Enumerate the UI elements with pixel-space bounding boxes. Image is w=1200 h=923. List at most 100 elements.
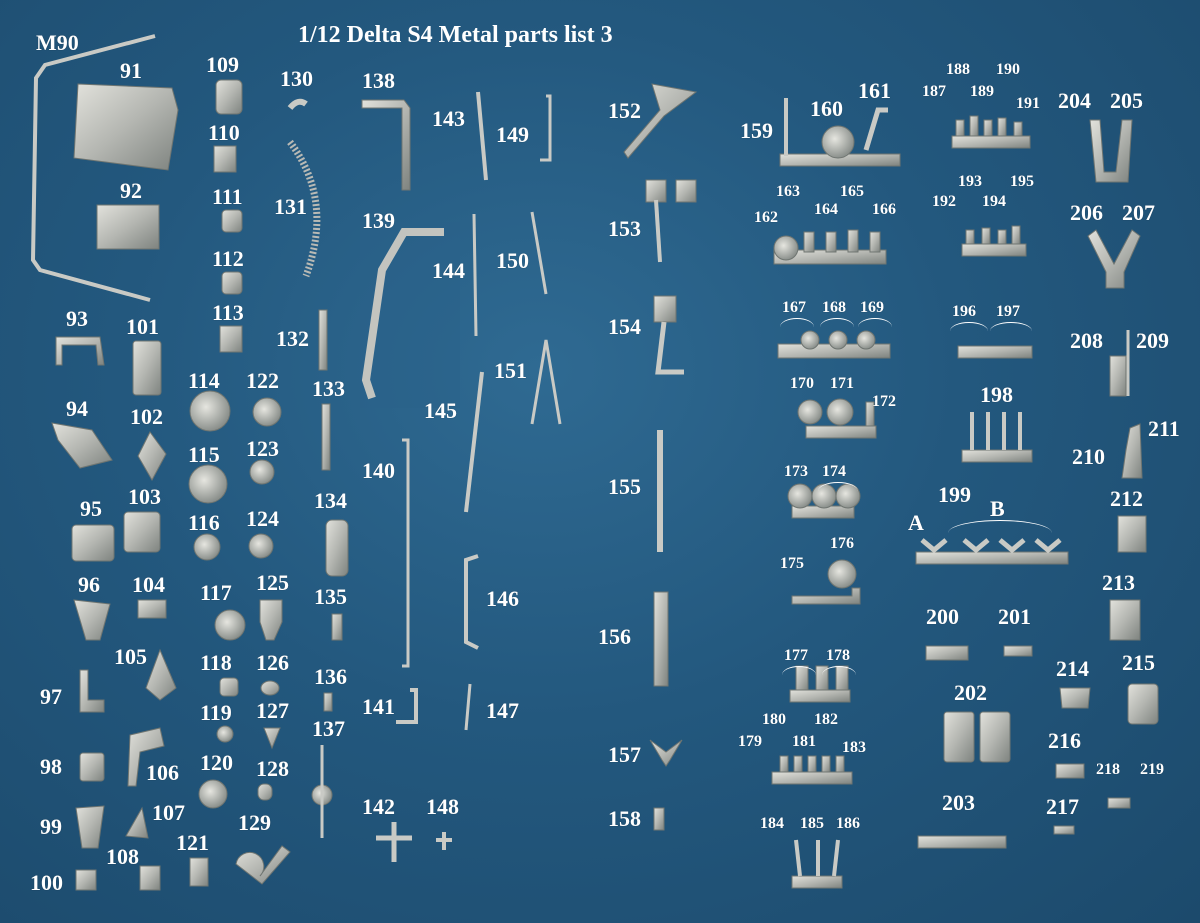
part-109 [215,79,243,115]
part-102 [137,431,167,482]
label-168: 168 [822,299,846,316]
label-195: 195 [1010,173,1034,190]
part-156 [653,591,669,687]
label-148: 148 [426,794,459,819]
part-170-172-sprue [805,425,877,439]
label-92: 92 [120,178,142,203]
label-153: 153 [608,216,641,241]
bracket-199-b [948,520,1052,533]
label-197: 197 [996,303,1020,320]
bracket-168 [820,318,854,327]
label-158: 158 [608,806,641,831]
part-124 [248,533,274,559]
part-123 [249,459,275,485]
label-210: 210 [1072,444,1105,469]
part-140 [402,438,410,668]
label-127: 127 [256,698,289,723]
part-106 [127,727,165,787]
label-150: 150 [496,248,529,273]
label-156: 156 [598,624,631,649]
bracket-178 [822,666,856,675]
part-202-b [979,711,1011,763]
part-132 [318,309,328,371]
part-141 [396,688,418,724]
label-202: 202 [954,680,987,705]
part-101 [132,340,162,396]
part-117 [214,609,246,641]
part-171 [826,398,854,426]
label-159: 159 [740,118,773,143]
part-104 [137,599,167,619]
part-153-arm [654,199,662,263]
bracket-169 [858,318,892,327]
label-118: 118 [200,650,232,675]
label-120: 120 [200,750,233,775]
part-127 [263,727,281,750]
part-172 [865,401,875,427]
label-95: 95 [80,496,102,521]
part-115 [188,464,228,504]
label-147: 147 [486,698,519,723]
part-175 [791,587,861,605]
label-139: 139 [362,208,395,233]
part-129 [235,845,291,885]
label-131: 131 [274,194,307,219]
label-104: 104 [132,572,165,597]
part-135 [331,613,343,641]
part-147 [464,683,472,731]
part-92 [96,204,160,250]
part-165 [847,229,859,253]
part-206-207 [1087,229,1141,289]
part-162 [773,235,799,261]
label-105: 105 [114,644,147,669]
part-100 [75,869,97,891]
label-201: 201 [998,604,1031,629]
label-154: 154 [608,314,641,339]
part-180 [793,755,803,773]
part-168 [828,330,848,350]
part-203-sprue [917,835,1007,849]
label-196: 196 [952,303,976,320]
part-120 [198,779,228,809]
label-190: 190 [996,61,1020,78]
part-112 [221,271,243,295]
bracket-196 [950,322,988,331]
part-201 [1003,645,1033,657]
bracket-197 [990,322,1032,331]
label-208: 208 [1070,328,1103,353]
part-133 [321,403,331,471]
label-169: 169 [860,299,884,316]
label-171: 171 [830,375,854,392]
label-186: 186 [836,815,860,832]
part-216 [1055,763,1085,779]
label-133: 133 [312,376,345,401]
label-176: 176 [830,535,854,552]
part-191 [1013,121,1023,137]
label-218: 218 [1096,761,1120,778]
part-151 [530,339,562,425]
part-114 [189,390,231,432]
part-125 [259,599,283,641]
part-183 [835,755,845,773]
label-157: 157 [608,742,641,767]
label-106: 106 [146,760,179,785]
label-121: 121 [176,830,209,855]
label-179: 179 [738,733,762,750]
part-217 [1053,825,1075,835]
part-163 [803,231,815,253]
label-108: 108 [106,844,139,869]
label-146: 146 [486,586,519,611]
label-149: 149 [496,122,529,147]
part-192 [965,229,975,245]
label-126: 126 [256,650,289,675]
part-189 [983,119,993,137]
label-211: 211 [1148,416,1180,441]
part-121 [189,857,209,887]
part-177-178-sprue [789,689,851,703]
label-102: 102 [130,404,163,429]
label-216: 216 [1048,728,1081,753]
label-204: 204 [1058,88,1091,113]
label-143: 143 [432,106,465,131]
